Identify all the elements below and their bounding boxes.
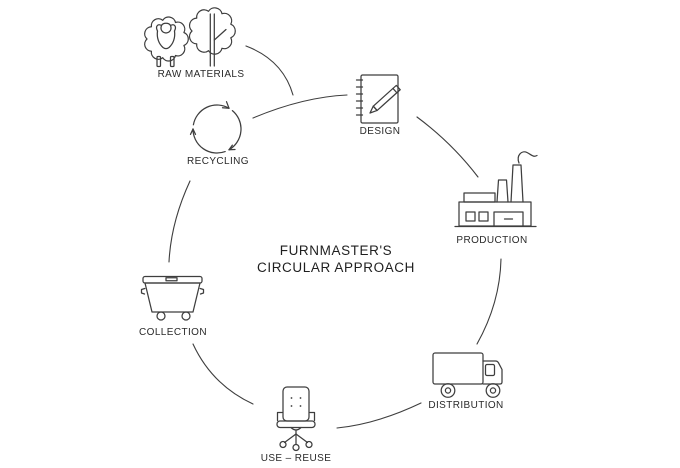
diagram-title-line2: CIRCULAR APPROACH (257, 259, 415, 275)
stage-label-use-reuse: USE – REUSE (260, 453, 332, 464)
stage-label-recycling: RECYCLING (187, 156, 249, 167)
arc-production-to-distribution (476, 258, 502, 345)
delivery-truck-icon (432, 352, 503, 398)
stage-label-distribution: DISTRIBUTION (428, 400, 504, 411)
diagram-title: FURNMASTER'S CIRCULAR APPROACH (257, 243, 415, 276)
stage-label-collection: COLLECTION (139, 327, 207, 338)
diagram-title-line1: FURNMASTER'S (279, 243, 393, 258)
cycle-arcs (168, 45, 502, 429)
arc-raw-materials-to-design (245, 45, 294, 96)
sheep-icon (144, 16, 189, 68)
factory-icon (454, 151, 538, 228)
arc-design-to-production (416, 116, 479, 178)
arc-use-reuse-to-distribution (336, 402, 422, 429)
notebook-pencil-icon (355, 74, 401, 124)
arc-recycling-to-design (252, 94, 348, 119)
stage-label-design: DESIGN (359, 126, 401, 137)
arc-collection-to-use-reuse (192, 343, 254, 405)
recycling-arrows-icon (189, 101, 242, 154)
waste-container-icon (140, 275, 205, 321)
arc-recycling-to-collection (168, 180, 191, 263)
tree-icon (188, 7, 236, 67)
stage-label-raw-materials: RAW MATERIALS (157, 69, 245, 80)
office-chair-icon (276, 386, 316, 452)
stage-label-production: PRODUCTION (456, 235, 528, 246)
